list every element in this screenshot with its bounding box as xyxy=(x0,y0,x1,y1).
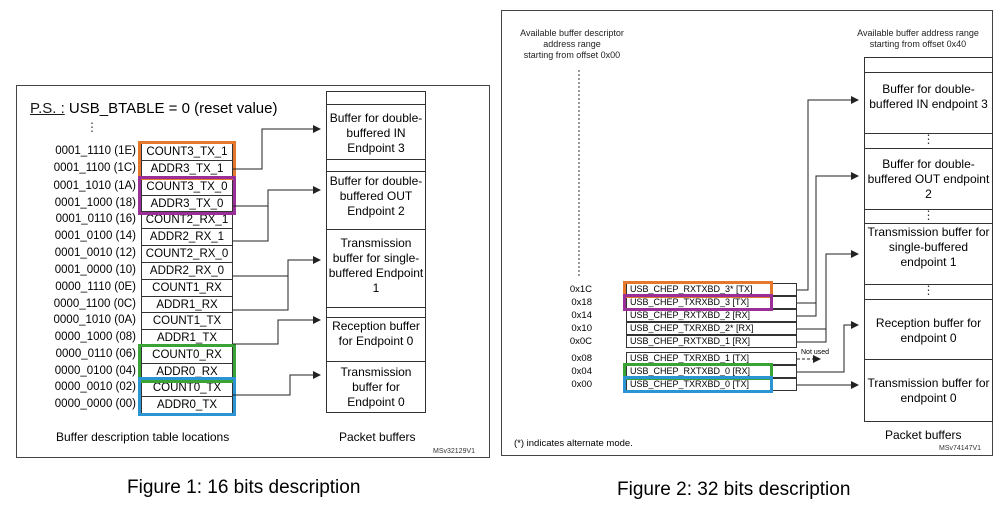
f1-buf-gap-2 xyxy=(327,308,425,318)
f1-highlight-green xyxy=(138,344,236,383)
f2-left-header: Available buffer descriptor address rang… xyxy=(512,28,632,61)
f1-cell-3: ADDR3_TX_0 xyxy=(141,195,233,213)
f2-offset-4: 0x0C xyxy=(569,336,592,347)
f1-buffer-tx-ep1: Transmission buffer for single-buffered … xyxy=(327,230,425,308)
figure2-packet-buffers: Buffer for double-buffered IN endpoint 3… xyxy=(864,57,993,422)
f1-buffer-in-ep3: Buffer for double-buffered IN Endpoint 3 xyxy=(327,104,425,160)
figure1-caption: Figure 1: 16 bits description xyxy=(127,477,361,498)
ps-label: P.S. : xyxy=(30,100,65,117)
f1-buffer-out-ep2: Buffer for double-buffered OUT Endpoint … xyxy=(327,172,425,230)
f1-address-11: 0000_1000 (08) xyxy=(54,331,136,343)
f1-address-10: 0000_1010 (0A) xyxy=(53,314,136,326)
f2-offset-0: 0x1C xyxy=(569,284,592,295)
f1-cell-8: COUNT1_RX xyxy=(141,279,233,297)
f2-buf-top-strip xyxy=(865,72,992,73)
f2-left-header-l3: starting from offset 0x00 xyxy=(523,50,621,60)
f2-offset-1: 0x18 xyxy=(571,297,592,308)
f1-buf-gap-1 xyxy=(327,160,425,172)
figure1-packet-buffers: Buffer for double-buffered IN Endpoint 3… xyxy=(326,91,426,413)
f1-address-2: 0001_1010 (1A) xyxy=(53,180,136,192)
f1-address-4: 0001_0110 (16) xyxy=(55,213,136,225)
f1-arrow-6 xyxy=(233,316,321,345)
f1-address-1: 0001_1100 (1C) xyxy=(53,162,136,174)
f2-highlight-purple xyxy=(623,294,773,311)
f2-arrow-7 xyxy=(797,321,859,373)
f2-highlight-blue xyxy=(623,376,773,393)
f2-dotted-range xyxy=(578,70,580,276)
f1-address-3: 0001_1000 (18) xyxy=(54,197,136,209)
f2-right-header-l2: starting from offset 0x40 xyxy=(869,39,967,49)
figure1-frame xyxy=(16,85,490,458)
f1-address-12: 0000_0110 (06) xyxy=(55,348,136,360)
f1-highlight-blue xyxy=(138,377,236,416)
f1-arrow-7 xyxy=(233,371,321,396)
f1-address-0: 0001_1110 (1E) xyxy=(55,145,136,157)
f1-figure-code: MSv32129V1 xyxy=(433,448,476,455)
f1-buf-top-strip xyxy=(327,104,425,105)
f2-not-used-label: Not used xyxy=(801,349,830,356)
ps-text: USB_BTABLE = 0 (reset value) xyxy=(64,100,278,117)
f1-address-14: 0000_0010 (02) xyxy=(54,381,136,393)
f1-highlight-purple xyxy=(138,176,236,215)
figure1-ps-note: P.S. : USB_BTABLE = 0 (reset value) xyxy=(30,100,277,117)
figure2-caption: Figure 2: 32 bits description xyxy=(617,479,851,500)
f2-arrow-3 xyxy=(797,303,817,317)
f2-buffer-tx-ep0: Transmission buffer for endpoint 0 xyxy=(867,376,990,405)
f2-buffer-in-ep3: Buffer for double-buffered IN endpoint 3 xyxy=(865,72,992,134)
f2-arrow-4 xyxy=(797,250,859,330)
f2-buffer-out-ep2: Buffer for double-buffered OUT endpoint … xyxy=(865,148,992,210)
f2-offset-6: 0x04 xyxy=(571,366,592,377)
f1-table-caption: Buffer description table locations xyxy=(56,430,230,444)
f2-figure-code: MSv74147V1 xyxy=(939,445,982,452)
f1-arrow-1 xyxy=(233,125,321,170)
f1-address-5: 0001_0100 (14) xyxy=(54,230,136,242)
f2-note: (*) indicates alternate mode. xyxy=(514,438,633,449)
f2-buffer-tx-ep1: Transmission buffer for single-buffered … xyxy=(865,223,992,285)
f2-offset-3: 0x10 xyxy=(571,323,592,334)
f1-address-6: 0001_0010 (12) xyxy=(54,247,136,259)
f2-right-header: Available buffer address range starting … xyxy=(856,28,980,50)
f1-address-9: 0000_1100 (0C) xyxy=(53,298,136,310)
f2-arrow-2 xyxy=(797,172,859,304)
f2-offset-5: 0x08 xyxy=(571,353,592,364)
f2-offset-2: 0x14 xyxy=(571,310,592,321)
f1-arrow-3 xyxy=(233,206,269,242)
f1-address-15: 0000_0000 (00) xyxy=(54,398,136,410)
f1-address-8: 0000_1110 (0E) xyxy=(55,281,136,293)
f1-cell-6: COUNT2_RX_0 xyxy=(141,245,233,263)
f1-arrow-5 xyxy=(233,276,289,311)
f1-buffer-rx-ep0: Reception buffer for Endpoint 0 xyxy=(327,318,425,362)
f1-packet-caption: Packet buffers xyxy=(339,430,416,444)
f1-cell-10: COUNT1_TX xyxy=(141,312,233,330)
f1-cell-9: ADDR1_RX xyxy=(141,296,233,314)
f1-cell-4: COUNT2_RX_1 xyxy=(141,211,233,229)
f1-address-7: 0001_0000 (10) xyxy=(54,264,136,276)
f2-packet-caption: Packet buffers xyxy=(885,428,962,442)
f2-buffer-rx-ep0: Reception buffer for endpoint 0 xyxy=(865,299,992,360)
f2-arrow-5 xyxy=(797,329,827,343)
f2-arrow-1 xyxy=(797,96,859,291)
f2-left-header-l2: address range xyxy=(543,39,601,49)
f2-offset-7: 0x00 xyxy=(571,379,592,390)
f1-buffer-tx-ep0: Transmission buffer for Endpoint 0 xyxy=(340,365,412,409)
f1-address-13: 0000_0100 (04) xyxy=(54,365,136,377)
f2-cell-3: USB_CHEP_TXRXBD_2* [RX] xyxy=(626,322,797,335)
f2-right-header-l1: Available buffer address range xyxy=(857,28,979,38)
f2-left-header-l1: Available buffer descriptor xyxy=(520,28,624,38)
f1-arrow-4 xyxy=(233,256,321,277)
f1-arrow-2 xyxy=(233,186,321,207)
f2-cell-4: USB_CHEP_RXTXBD_1 [RX] xyxy=(626,335,797,348)
